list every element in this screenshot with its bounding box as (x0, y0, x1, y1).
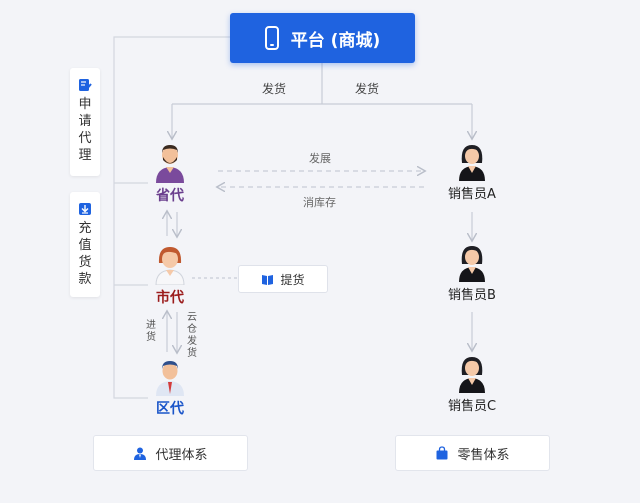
pickup-button[interactable]: 提货 (238, 265, 328, 293)
district-agent-node: 区代 (150, 360, 190, 418)
destock-label: 消库存 (303, 196, 336, 209)
district-agent-label: 区代 (156, 401, 184, 417)
form-edit-icon (79, 79, 92, 91)
sales-c-node: 销售员C (442, 355, 502, 414)
cloud-ship-label: 云仓发货 (187, 312, 197, 359)
apply-agent-label: 申请代理 (78, 97, 92, 163)
man-beard-avatar-icon (156, 145, 184, 183)
saleswoman-avatar-icon (459, 357, 485, 393)
ship-left-label: 发货 (262, 82, 287, 96)
province-agent-node: 省代 (150, 143, 190, 205)
platform-box: 平台 (商城) (230, 13, 415, 63)
apply-agent-card[interactable]: 申请代理 (70, 68, 100, 176)
retail-system-label: 零售体系 (457, 447, 510, 463)
woman-avatar-icon (155, 247, 185, 285)
recharge-card[interactable]: 充值货款 (70, 192, 100, 297)
download-icon (79, 203, 91, 215)
phone-icon (264, 26, 279, 50)
platform-title: 平台 (商城) (290, 30, 381, 51)
sales-c-label: 销售员C (447, 399, 497, 414)
develop-label: 发展 (309, 152, 331, 165)
saleswoman-avatar-icon (459, 145, 485, 181)
book-icon (262, 274, 274, 285)
province-agent-label: 省代 (156, 188, 184, 204)
agent-system-card[interactable]: 代理体系 (93, 435, 248, 471)
sales-a-label: 销售员A (448, 187, 496, 202)
city-agent-label: 市代 (156, 290, 184, 306)
saleswoman-avatar-icon (459, 246, 485, 282)
sales-b-label: 销售员B (448, 288, 496, 303)
man-tie-avatar-icon (156, 361, 184, 396)
purchase-label: 进货 (146, 320, 156, 343)
sales-b-node: 销售员B (442, 244, 502, 303)
city-agent-node: 市代 (150, 245, 190, 307)
pickup-label: 提货 (280, 272, 305, 287)
shopping-bag-icon (436, 446, 448, 460)
ship-right-label: 发货 (355, 82, 380, 96)
retail-system-card[interactable]: 零售体系 (395, 435, 550, 471)
agent-system-label: 代理体系 (155, 447, 208, 463)
agent-person-icon (134, 447, 147, 460)
sales-a-node: 销售员A (442, 143, 502, 202)
recharge-label: 充值货款 (78, 221, 92, 287)
